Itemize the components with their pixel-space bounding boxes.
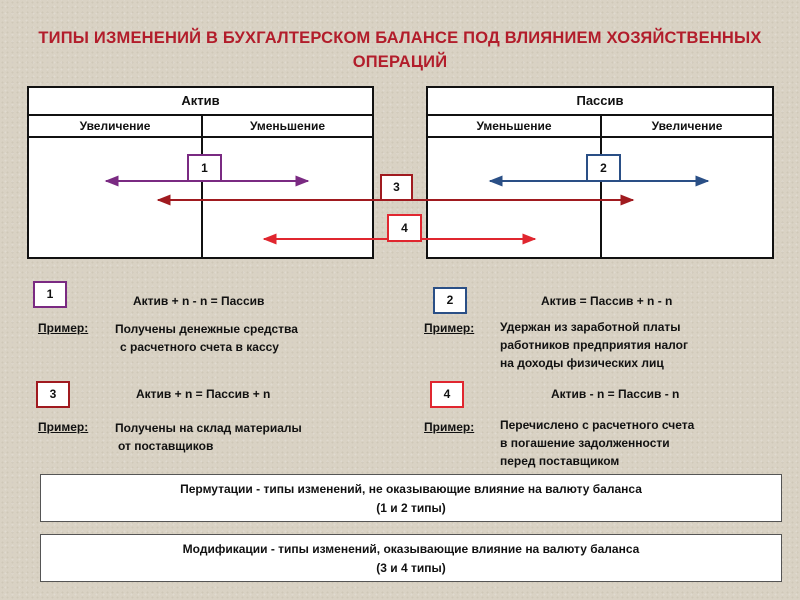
- diagram-badge-4: 4: [387, 214, 422, 242]
- type-4-example-line-1: Перечислено с расчетного счета: [500, 418, 695, 432]
- type-3-example-label: Пример:: [38, 420, 89, 434]
- modification-banner-line-1: Модификации - типы изменений, оказывающи…: [182, 542, 640, 556]
- type-2-example-label: Пример:: [424, 321, 475, 335]
- title-line-1: ТИПЫ ИЗМЕНЕНИЙ В БУХГАЛТЕРСКОМ БАЛАНСЕ П…: [38, 29, 762, 47]
- type-3-example-line-2: от поставщиков: [118, 439, 214, 453]
- diagram-badge-2: 2: [586, 154, 621, 182]
- type-3-badge: 3: [36, 381, 70, 408]
- type-1-example-label: Пример:: [38, 321, 89, 335]
- type-3-example-line-1: Получены на склад материалы: [115, 421, 302, 435]
- type-2-example-line-1: Удержан из заработной платы: [500, 320, 681, 334]
- passiv-decrease-header: Уменьшение: [428, 114, 600, 138]
- type-1-example: Получены денежные средства с расчетного …: [115, 320, 298, 356]
- aktiv-increase-header: Увеличение: [29, 114, 201, 138]
- type-4-example-label: Пример:: [424, 420, 475, 434]
- title-line-2: ОПЕРАЦИЙ: [352, 53, 448, 71]
- type-2-badge: 2: [433, 287, 467, 314]
- type-1-formula: Актив + n - n = Пассив: [133, 294, 265, 308]
- type-2-example-line-2: работников предприятия налог: [500, 338, 688, 352]
- type-4-example: Перечислено с расчетного счета в погашен…: [500, 416, 694, 470]
- page-title: ТИПЫ ИЗМЕНЕНИЙ В БУХГАЛТЕРСКОМ БАЛАНСЕ П…: [0, 26, 800, 74]
- type-1-badge: 1: [33, 281, 67, 308]
- type-4-badge: 4: [430, 381, 464, 408]
- type-4-example-line-2: в погашение задолженности: [500, 436, 670, 450]
- modification-banner-line-2: (3 и 4 типы): [376, 561, 446, 575]
- permutation-banner-line-1: Пермутации - типы изменений, не оказываю…: [180, 482, 642, 496]
- modification-banner: Модификации - типы изменений, оказывающи…: [40, 534, 782, 582]
- type-1-example-line-1: Получены денежные средства: [115, 322, 298, 336]
- type-4-example-line-3: перед поставщиком: [500, 454, 620, 468]
- type-1-example-line-2: с расчетного счета в кассу: [120, 340, 279, 354]
- type-3-formula: Актив + n = Пассив + n: [136, 387, 271, 401]
- permutation-banner: Пермутации - типы изменений, не оказываю…: [40, 474, 782, 522]
- aktiv-decrease-header: Уменьшение: [203, 114, 372, 138]
- permutation-banner-line-2: (1 и 2 типы): [376, 501, 446, 515]
- type-2-example-line-3: на доходы физических лиц: [500, 356, 664, 370]
- type-3-example: Получены на склад материалы от поставщик…: [115, 419, 302, 455]
- type-2-formula: Актив = Пассив + n - n: [541, 294, 673, 308]
- type-2-example: Удержан из заработной платы работников п…: [500, 318, 688, 372]
- diagram-badge-3: 3: [380, 174, 413, 201]
- passiv-increase-header: Увеличение: [602, 114, 772, 138]
- aktiv-header: Актив: [29, 88, 372, 116]
- type-4-formula: Актив - n = Пассив - n: [551, 387, 680, 401]
- diagram-badge-1: 1: [187, 154, 222, 182]
